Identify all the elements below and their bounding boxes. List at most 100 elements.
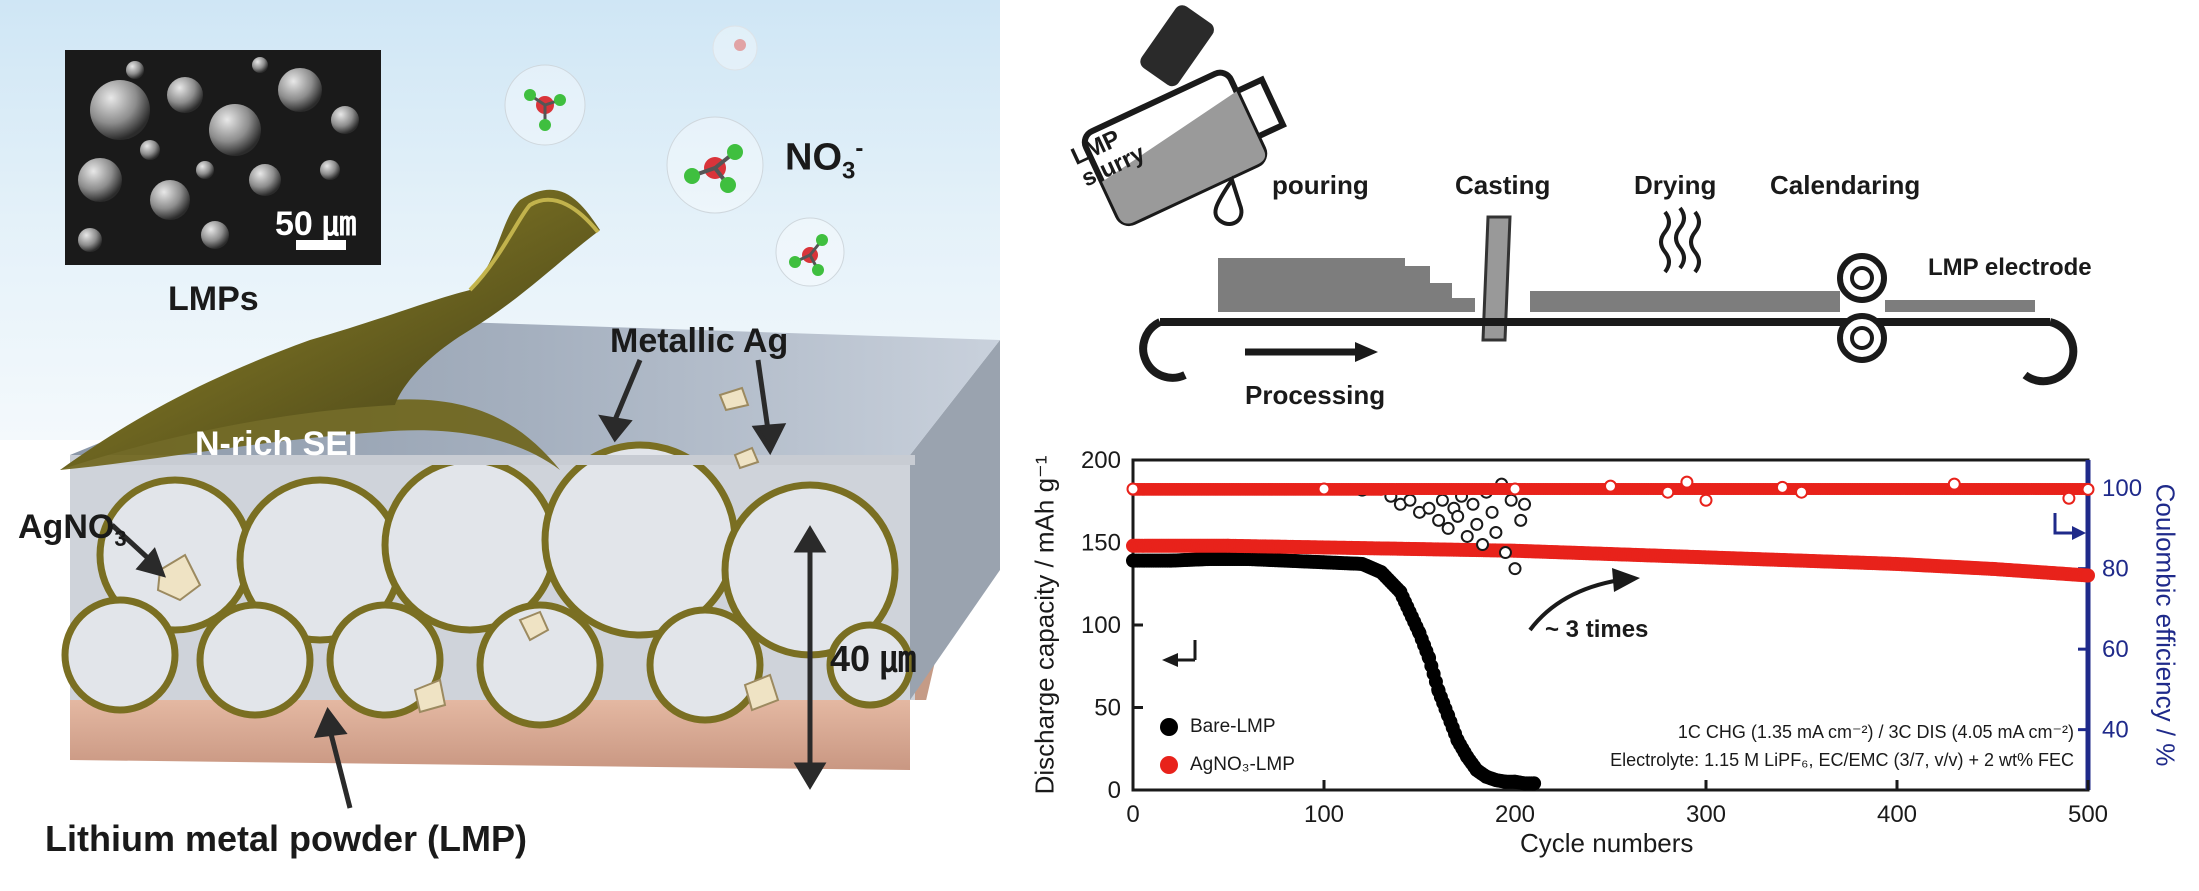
bare-ce-outlier <box>1403 493 1417 507</box>
x-tick-label: 500 <box>2068 801 2108 828</box>
bare-ce-outlier <box>1435 493 1449 507</box>
agno3-ce-outlier <box>1680 475 1694 489</box>
sem-scale-text: 50 ㎛ <box>275 205 357 243</box>
legend-item-agno3: AgNO₃-LMP <box>1160 750 1295 780</box>
condition-text: 1C CHG (1.35 mA cm⁻²) / 3C DIS (4.05 mA … <box>1610 718 2074 774</box>
bare-ce-outlier <box>1441 521 1455 535</box>
sem-particles <box>78 57 359 252</box>
nitrate-label: NO3- <box>785 135 863 185</box>
times-annotation: ~ 3 times <box>1545 616 1649 643</box>
left-illustration: 50 ㎛ LMPs NO3- Metallic Ag N-rich SEI Ag… <box>0 0 1000 886</box>
bare-ce-outlier <box>1504 493 1518 507</box>
sei-sheet <box>60 189 600 471</box>
y2-tick-label: 100 <box>2102 475 2142 502</box>
bare-ce-outlier <box>1485 505 1499 519</box>
process-drawing <box>1081 5 2078 386</box>
left-axis-hint-arrow <box>1175 640 1197 662</box>
legend-label-agno3: AgNO₃-LMP <box>1190 754 1295 775</box>
bare-ce-outlier <box>1476 538 1490 552</box>
casting-label: Casting <box>1455 170 1551 200</box>
calendar-rollers <box>1837 253 1887 363</box>
casting-blade <box>1481 215 1512 342</box>
nitrate-superscript: - <box>855 135 864 162</box>
y2-tick-label: 60 <box>2102 636 2129 663</box>
right-axis-hint-head <box>2072 526 2086 540</box>
y-tick-label: 50 <box>1094 695 1121 722</box>
agno3-ce-outlier <box>1317 482 1331 496</box>
slurry-bottle <box>1081 69 1287 227</box>
y2-axis-label: Coulombic efficiency / % <box>2150 483 2181 767</box>
annotation-arrows <box>110 359 827 809</box>
dried-film <box>1530 291 1840 312</box>
sei-label: N-rich SEI <box>195 425 358 463</box>
metallic-ag-label: Metallic Ag <box>610 322 789 360</box>
bottle-cap <box>1140 5 1214 87</box>
agno3-ce-outlier <box>1699 493 1713 507</box>
droplet-icon <box>1213 175 1244 226</box>
agno3-capacity-point <box>2081 568 2095 583</box>
bare-ce-outlier <box>1470 517 1484 531</box>
legend-label-bare: Bare-LMP <box>1190 716 1276 737</box>
lmps-label: LMPs <box>168 280 259 318</box>
sem-scale-label: 50 ㎛ <box>275 196 356 245</box>
drying-label: Drying <box>1634 170 1717 200</box>
y2-tick-label: 40 <box>2102 717 2129 744</box>
nitrate-subscript: 3 <box>842 157 856 185</box>
legend-marker-bare <box>1160 718 1178 736</box>
conveyor-belt <box>1139 318 2050 382</box>
y-tick-label: 200 <box>1081 447 1121 474</box>
drying-icon <box>1659 206 1701 274</box>
bare-ce-outlier <box>1498 546 1512 560</box>
bare-capacity-point <box>1527 776 1542 791</box>
calendaring-label: Calendaring <box>1770 170 1921 200</box>
agno3-ce-outlier <box>1126 482 1140 496</box>
electrode-label: LMP electrode <box>1928 254 2092 281</box>
nitrate-molecules <box>504 25 845 287</box>
bare-ce-outlier <box>1422 501 1436 515</box>
x-tick-label: 100 <box>1304 801 1344 828</box>
agno3-ce-outlier <box>1795 485 1808 499</box>
lmp-label: Lithium metal powder (LMP) <box>45 818 527 859</box>
cast-slurry <box>1218 258 1475 312</box>
bare-ce-outlier <box>1432 513 1446 527</box>
agno3-ce-outlier <box>1604 479 1617 493</box>
agno3-text: AgNO <box>18 508 115 546</box>
times-curved-arrow <box>1528 578 1621 632</box>
agno3-label: AgNO3 <box>18 508 127 552</box>
bare-ce-outlier <box>1460 529 1474 543</box>
x-axis-label: Cycle numbers <box>1520 828 1694 858</box>
legend: Bare-LMP AgNO₃-LMP <box>1160 712 1295 780</box>
x-tick-label: 200 <box>1495 801 1535 828</box>
x-tick-label: 300 <box>1686 801 1726 828</box>
nitrate-text: NO <box>785 136 842 179</box>
electrode-film <box>1885 300 2035 312</box>
agno3-ce-outlier <box>1775 480 1789 494</box>
y-tick-label: 150 <box>1081 530 1121 557</box>
condition-line2: Electrolyte: 1.15 M LiPF₆, EC/EMC (3/7, … <box>1610 750 2074 770</box>
lmp-schematic <box>0 0 1000 886</box>
y-tick-label: 100 <box>1081 612 1121 639</box>
thickness-label: 40 ㎛ <box>830 638 917 679</box>
agno3-ce-outlier <box>2062 491 2076 505</box>
agno3-ce-outlier <box>1661 485 1675 499</box>
pouring-label: pouring <box>1272 170 1369 200</box>
processing-label: Processing <box>1245 380 1386 410</box>
agno3-ce-outlier <box>1508 482 1522 496</box>
bare-ce-outlier <box>1466 497 1480 511</box>
bare-ce-outlier <box>1508 562 1522 576</box>
right-axis-hint-arrow <box>2053 513 2075 535</box>
condition-line1: 1C CHG (1.35 mA cm⁻²) / 3C DIS (4.05 mA … <box>1677 722 2074 742</box>
bare-ce-outlier <box>1514 513 1528 527</box>
legend-marker-agno3 <box>1160 756 1178 774</box>
bare-ce-outlier <box>1451 509 1465 523</box>
agno3-crystals <box>156 386 780 714</box>
y-axis-label: Discharge capacity / mAh g⁻¹ <box>1029 455 1060 795</box>
bare-ce-outlier <box>1489 525 1503 539</box>
marks-group <box>1126 475 2095 791</box>
copper-collector <box>70 700 910 770</box>
agno3-subscript: 3 <box>114 525 127 551</box>
bare-ce-outlier <box>1518 497 1532 511</box>
